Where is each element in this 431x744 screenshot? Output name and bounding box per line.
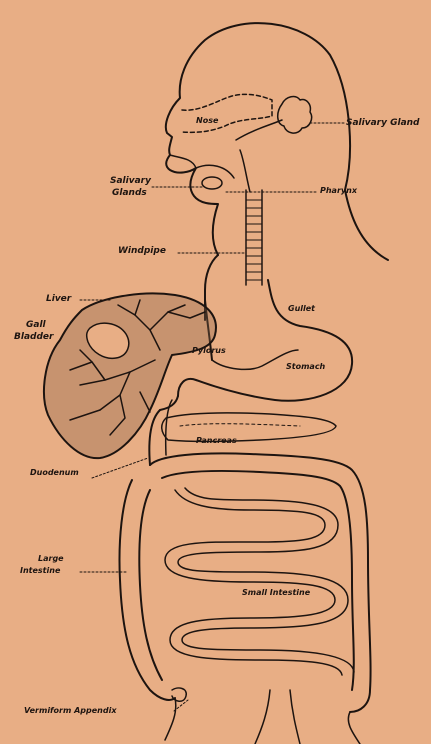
label-small-intestine: Small Intestine	[242, 588, 310, 598]
lips	[170, 155, 196, 168]
label-large-intestine-line1: Large	[38, 554, 64, 564]
rectum	[165, 690, 360, 744]
label-duodenum: Duodenum	[30, 468, 79, 478]
salivary-duct	[236, 120, 282, 140]
label-vermiform-appendix: Vermiform Appendix	[24, 706, 117, 716]
appendix	[172, 688, 186, 701]
label-pharynx: Pharynx	[320, 186, 357, 196]
label-pylorus: Pylorus	[192, 346, 226, 356]
label-salivary-glands-line2: Glands	[112, 188, 147, 198]
large-intestine-inner	[139, 471, 353, 690]
parotid-gland	[278, 97, 312, 134]
label-stomach: Stomach	[286, 362, 325, 372]
label-large-intestine-line2: Intestine	[20, 566, 60, 576]
sublingual-gland	[202, 177, 222, 189]
label-pancreas: Pancreas	[196, 436, 237, 446]
label-gall-bladder-line1: Gall	[26, 320, 46, 330]
label-windpipe: Windpipe	[118, 246, 166, 256]
label-gall-bladder-line2: Bladder	[14, 332, 53, 342]
pharynx	[240, 150, 250, 192]
pancreas-texture	[180, 424, 300, 426]
label-salivary-glands-line1: Salivary	[110, 176, 151, 186]
head-outline	[166, 23, 388, 260]
label-gullet: Gullet	[288, 304, 315, 314]
label-liver: Liver	[46, 294, 71, 304]
oral-cavity	[196, 165, 234, 178]
nasal-cavity	[182, 94, 272, 132]
label-salivary-gland: Salivary Gland	[346, 118, 420, 128]
label-nose: Nose	[196, 116, 218, 126]
pancreas	[162, 413, 336, 442]
duodenum	[149, 410, 160, 465]
